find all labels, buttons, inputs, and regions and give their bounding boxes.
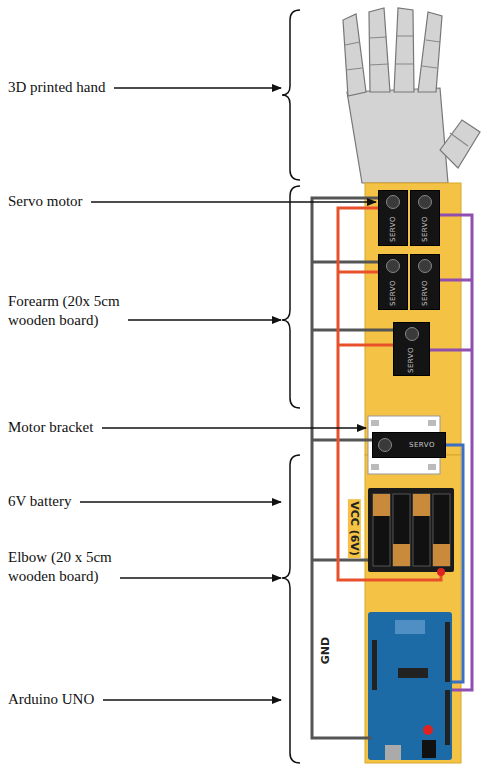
leader-arrow (128, 319, 281, 320)
servo-motor: SERVO (393, 322, 430, 376)
wire-label: GND (320, 634, 333, 665)
servo-horn (378, 438, 392, 452)
leader-arrow (80, 501, 281, 502)
servo-motor: SERVO (378, 190, 408, 246)
bracket-hole (371, 464, 379, 470)
servo-horn (418, 259, 432, 273)
bracket-hole (371, 420, 379, 426)
wire-label: VCC (6V) (348, 499, 361, 558)
part-label: Arduino UNO (8, 690, 94, 709)
brace (282, 10, 300, 763)
leader-arrow (102, 427, 366, 428)
servo-label: SERVO (408, 347, 416, 373)
servo-motor: SERVO (410, 190, 440, 246)
servo-label: SERVO (409, 441, 435, 449)
part-label: Servo motor (8, 192, 83, 211)
part-label: 3D printed hand (8, 78, 105, 97)
leader-arrow (120, 577, 281, 578)
arduino-board (368, 612, 452, 760)
bracket-hole (428, 464, 436, 470)
wiring (312, 198, 472, 738)
bracket-hole (428, 420, 436, 426)
part-label: Elbow (20 x 5cm wooden board) (8, 548, 136, 586)
leader-arrow (91, 201, 376, 202)
servo-label: SERVO (421, 216, 429, 242)
servo-label: SERVO (389, 280, 397, 306)
servo-motor: SERVO (372, 432, 446, 458)
servo-label: SERVO (421, 280, 429, 306)
servo-horn (418, 195, 432, 209)
part-label: 6V battery (8, 492, 71, 511)
leader-arrow (114, 87, 281, 88)
servo-horn (386, 259, 400, 273)
servo-motor: SERVO (410, 254, 440, 310)
forearm-board (365, 183, 461, 455)
elbow-board (365, 455, 461, 763)
leader-arrow (103, 699, 281, 700)
servo-label: SERVO (389, 216, 397, 242)
servo-horn (386, 195, 400, 209)
servo-horn (405, 327, 419, 341)
battery-pack (368, 488, 454, 576)
part-label: Motor bracket (8, 418, 93, 437)
printed-hand (343, 8, 480, 183)
part-label: Forearm (20x 5cm wooden board) (8, 292, 136, 330)
servo-motor: SERVO (378, 254, 408, 310)
